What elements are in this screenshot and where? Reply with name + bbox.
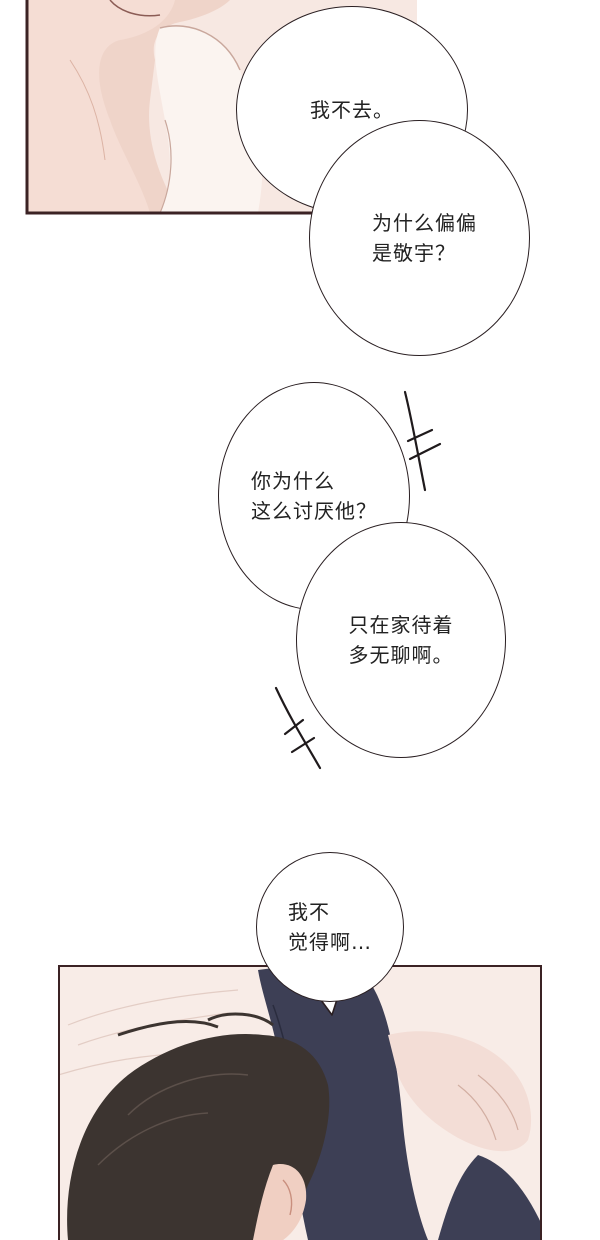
bubble-3-text: 你为什么 这么讨厌他？ [251, 469, 377, 523]
speech-bubble-4: 只在家待着 多无聊啊。 [296, 522, 506, 758]
bubble-2-text: 为什么偏偏 是敬宇？ [372, 211, 477, 265]
bubble-5-text: 我不 觉得啊… [288, 900, 372, 954]
scribble-mark-top-icon [403, 390, 442, 492]
bottom-panel [58, 965, 542, 1240]
bubble-4-text: 只在家待着 多无聊啊。 [348, 613, 454, 667]
speech-bubble-5: 我不 觉得啊… [256, 852, 404, 1002]
bubble-1-text: 我不去。 [310, 98, 394, 122]
speech-bubble-2: 为什么偏偏 是敬宇？ [309, 120, 530, 356]
bottom-panel-artwork [58, 965, 542, 1240]
